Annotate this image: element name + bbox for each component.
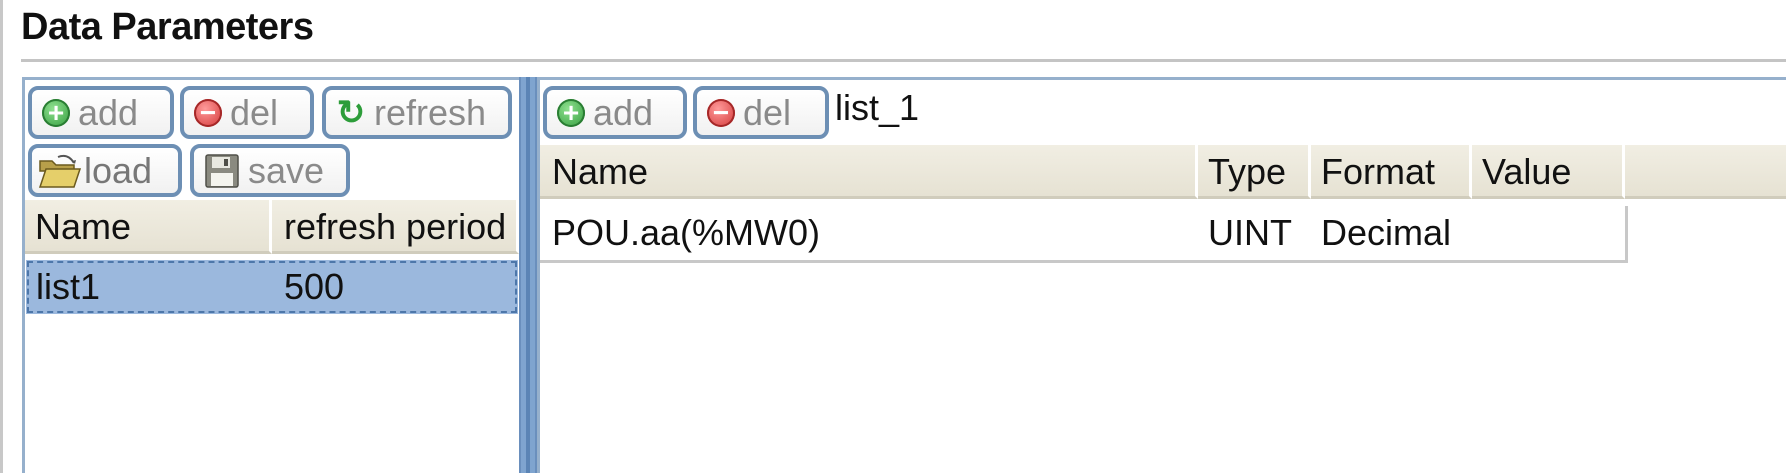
remove-circle-icon: −: [194, 98, 222, 127]
column-header-refresh-period[interactable]: refresh period: [272, 200, 519, 254]
save-label: save: [248, 149, 325, 191]
table-row[interactable]: list1 500: [26, 260, 518, 314]
selected-list-name: list_1: [835, 87, 920, 128]
add-variable-button[interactable]: + add: [543, 86, 687, 139]
table-row[interactable]: POU.aa(%MW0) UINT Decimal: [540, 206, 1628, 263]
refresh-button[interactable]: ↻ refresh: [322, 86, 512, 139]
add-list-label: add: [78, 91, 139, 133]
variables-panel: [537, 77, 1786, 473]
panel-splitter[interactable]: [519, 77, 537, 473]
save-button[interactable]: save: [190, 144, 350, 197]
variables-table-header: Name Type Format Value: [540, 145, 1786, 199]
load-label: load: [84, 149, 153, 191]
column-header-filler: [1625, 145, 1786, 199]
title-divider: [21, 59, 1786, 62]
lists-table-header: Name refresh period: [25, 200, 519, 254]
delete-variable-button[interactable]: − del: [693, 86, 829, 139]
refresh-period-cell: 500: [284, 266, 345, 307]
column-header-name[interactable]: Name: [25, 200, 272, 254]
add-circle-icon: +: [557, 98, 585, 127]
delete-list-button[interactable]: − del: [180, 86, 314, 139]
remove-circle-icon: −: [707, 98, 735, 127]
refresh-label: refresh: [374, 91, 487, 133]
section-title: Data Parameters: [21, 6, 314, 48]
add-circle-icon: +: [42, 98, 70, 127]
column-header-format[interactable]: Format: [1311, 145, 1472, 199]
column-header-type[interactable]: Type: [1198, 145, 1311, 199]
add-variable-label: add: [593, 91, 654, 133]
column-header-value[interactable]: Value: [1472, 145, 1625, 199]
variable-name-cell[interactable]: POU.aa(%MW0): [552, 212, 821, 253]
refresh-icon: ↻: [336, 93, 366, 132]
variable-type-cell[interactable]: UINT: [1208, 212, 1292, 253]
left-border: [0, 0, 3, 473]
folder-open-icon: [38, 153, 82, 189]
floppy-disk-icon: [204, 153, 240, 189]
delete-variable-label: del: [743, 91, 792, 133]
delete-list-label: del: [230, 91, 279, 133]
load-button[interactable]: load: [28, 144, 182, 197]
variable-format-cell[interactable]: Decimal: [1321, 212, 1452, 253]
list-name-cell: list1: [36, 266, 101, 307]
add-list-button[interactable]: + add: [28, 86, 174, 139]
column-header-name[interactable]: Name: [540, 145, 1198, 199]
